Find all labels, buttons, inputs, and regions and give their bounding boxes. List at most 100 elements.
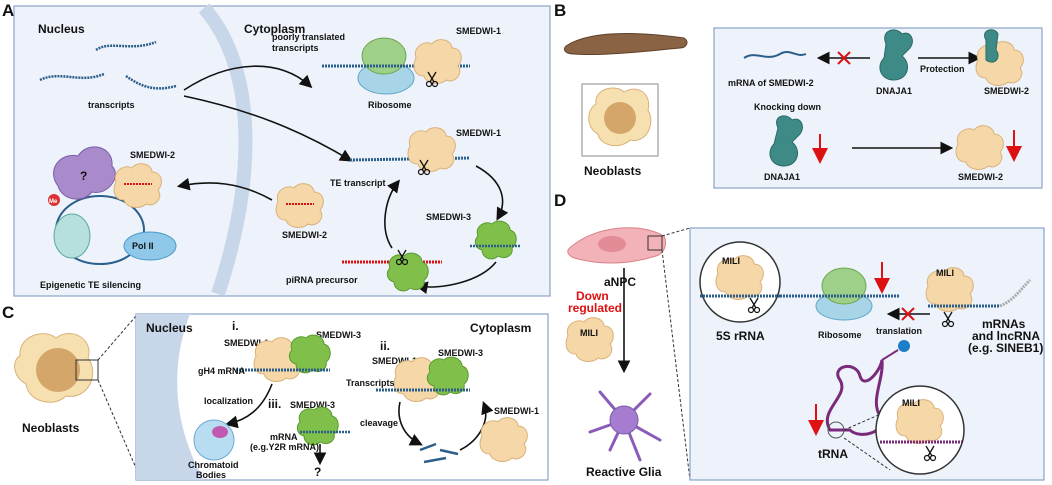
arrow-to-nucleus — [176, 177, 273, 201]
cleaved-fragments — [419, 442, 459, 464]
mrnas-line1: mRNAs — [982, 317, 1026, 331]
methyl-label: Me — [49, 199, 58, 205]
cleavage-label: cleavage — [360, 418, 398, 428]
anpc-label: aNPC — [604, 275, 636, 289]
inhibition-x-d — [901, 307, 915, 321]
smedwi3-label: SMEDWI-3 — [426, 212, 471, 222]
transcript-strand — [39, 72, 105, 82]
zoom-lines — [97, 315, 137, 469]
smedwi2-mid-label: SMEDWI-2 — [282, 230, 327, 240]
smedwi2-bottom-label: SMEDWI-2 — [958, 172, 1003, 182]
mili-circle2-label: MILI — [902, 398, 920, 408]
nucleus-c-label: Nucleus — [146, 321, 193, 335]
mili-right-label: MILI — [936, 268, 954, 278]
smedwi1-top-label: SMEDWI-1 — [456, 26, 501, 36]
smedwi3-i-label: SMEDWI-3 — [316, 330, 361, 340]
transcript-strand — [95, 40, 157, 52]
mrnas-line2: and lncRNA — [972, 329, 1040, 343]
arrow-to-te-transcript — [183, 95, 353, 162]
poorly-translated-line1: poorly translated — [272, 32, 345, 42]
down-regulated-line1: Down — [576, 289, 609, 303]
dnaja1-bound — [984, 29, 999, 63]
mrna-iii-line1: mRNA — [270, 432, 298, 442]
mrna-iii-label: mRNA (e.g.Y2R mRNA) — [250, 432, 319, 452]
smedwi3-iii-label: SMEDWI-3 — [290, 400, 335, 410]
arrow-to-precursor — [414, 261, 497, 295]
ribosome-label: Ribosome — [368, 100, 412, 110]
chromatoid-body — [193, 419, 235, 461]
nucleosome — [53, 213, 91, 259]
step-iii: iii. — [268, 397, 281, 411]
mrna-smedwi2-label: mRNA of SMEDWI-2 — [728, 78, 814, 88]
mrna-iii-line2: (e.g.Y2R mRNA) — [250, 442, 319, 452]
panel-a-letter: A — [2, 1, 14, 20]
poorly-translated-line2: transcripts — [272, 43, 319, 53]
knocking-down-label: Knocking down — [754, 102, 821, 112]
chromatoid-label: Chromatoid Bodies — [188, 460, 241, 480]
inhibition-x — [837, 51, 851, 65]
pol2-label: Pol II — [132, 241, 154, 251]
zoom-lines-d — [661, 227, 691, 481]
planarian-icon — [563, 33, 688, 56]
ribosome-large-d — [821, 267, 867, 305]
anpc-nucleus — [598, 236, 626, 252]
dnaja1-protein-bottom — [769, 115, 803, 167]
protection-label: Protection — [920, 64, 965, 74]
rrna-label: 5S rRNA — [716, 329, 765, 343]
panel-c: C Neoblasts Nucleus Cytoplasm i. SMEDWI-… — [2, 303, 549, 481]
neoblast-nucleus — [604, 102, 636, 134]
panel-a: A Nucleus Cytoplasm transcripts poorly t… — [2, 1, 551, 297]
te-transcript-label: TE transcript — [330, 178, 386, 188]
question-mark-a: ? — [80, 169, 87, 183]
ribosome-d-label: Ribosome — [818, 330, 862, 340]
mili-small-label: MILI — [580, 328, 598, 338]
pirna-precursor-label: piRNA precursor — [286, 275, 358, 285]
poorly-translated-label: poorly translated transcripts — [272, 32, 348, 53]
mili-circle1-label: MILI — [722, 256, 740, 266]
trna-arm — [881, 349, 899, 361]
zoom-box-d — [647, 235, 663, 251]
localization-label: localization — [204, 396, 253, 406]
chromatoid-line2: Bodies — [196, 470, 226, 480]
dnaja1-protein-top — [879, 29, 913, 81]
panel-b: B Neoblasts mRNA of SMEDWI-2 DNAJA1 Prot… — [554, 1, 1043, 189]
smedwi1-right-label: SMEDWI-1 — [494, 406, 539, 416]
neoblast-nucleus-c — [36, 348, 80, 392]
panel-d-letter: D — [554, 191, 566, 210]
transcripts-label: transcripts — [88, 100, 135, 110]
epigenetic-label: Epigenetic TE silencing — [40, 280, 141, 290]
glia-processes — [588, 390, 662, 462]
cytoplasm-label: Cytoplasm — [244, 22, 305, 36]
dnaja1-top-label: DNAJA1 — [876, 86, 912, 96]
smedwi2-mrna-strand — [743, 51, 807, 59]
smedwi1-ii-label: SMEDWI-1 — [372, 356, 417, 366]
panel-d: D aNPC Down regulated MILI Reactive Glia… — [554, 191, 1045, 481]
mili-protein-small — [565, 317, 614, 362]
smedwi3-ii-label: SMEDWI-3 — [438, 348, 483, 358]
nuclear-envelope-a — [198, 3, 253, 297]
transcripts-ii-label: Transcripts — [346, 378, 395, 388]
panel-c-letter: C — [2, 303, 14, 322]
nucleus-region-c — [136, 314, 204, 480]
transcript-strand — [125, 74, 177, 90]
mrnas-line3: (e.g. SINEB1) — [968, 341, 1043, 355]
panel-b-letter: B — [554, 1, 566, 20]
question-c: ? — [314, 465, 321, 479]
ribosome-large — [361, 37, 407, 75]
cleavage-arrow — [398, 401, 423, 446]
arrow-to-te-loop — [384, 179, 400, 249]
reactive-glia-label: Reactive Glia — [586, 465, 662, 479]
reactive-glia-cell — [609, 405, 639, 435]
step-ii: ii. — [380, 339, 390, 353]
cytoplasm-c-label: Cytoplasm — [470, 321, 531, 335]
amino-acid-ball — [898, 340, 910, 352]
arrow-to-smedwi3 — [475, 165, 509, 221]
neoblasts-c-label: Neoblasts — [22, 421, 80, 435]
arrow-to-ribosome — [183, 65, 313, 91]
trna-label: tRNA — [818, 447, 848, 461]
smedwi1-mid-label: SMEDWI-1 — [456, 128, 501, 138]
translation-label: translation — [876, 326, 922, 336]
gh4-label: gH4 mRNA — [198, 366, 246, 376]
smedwi2-top-label-b: SMEDWI-2 — [984, 86, 1029, 96]
